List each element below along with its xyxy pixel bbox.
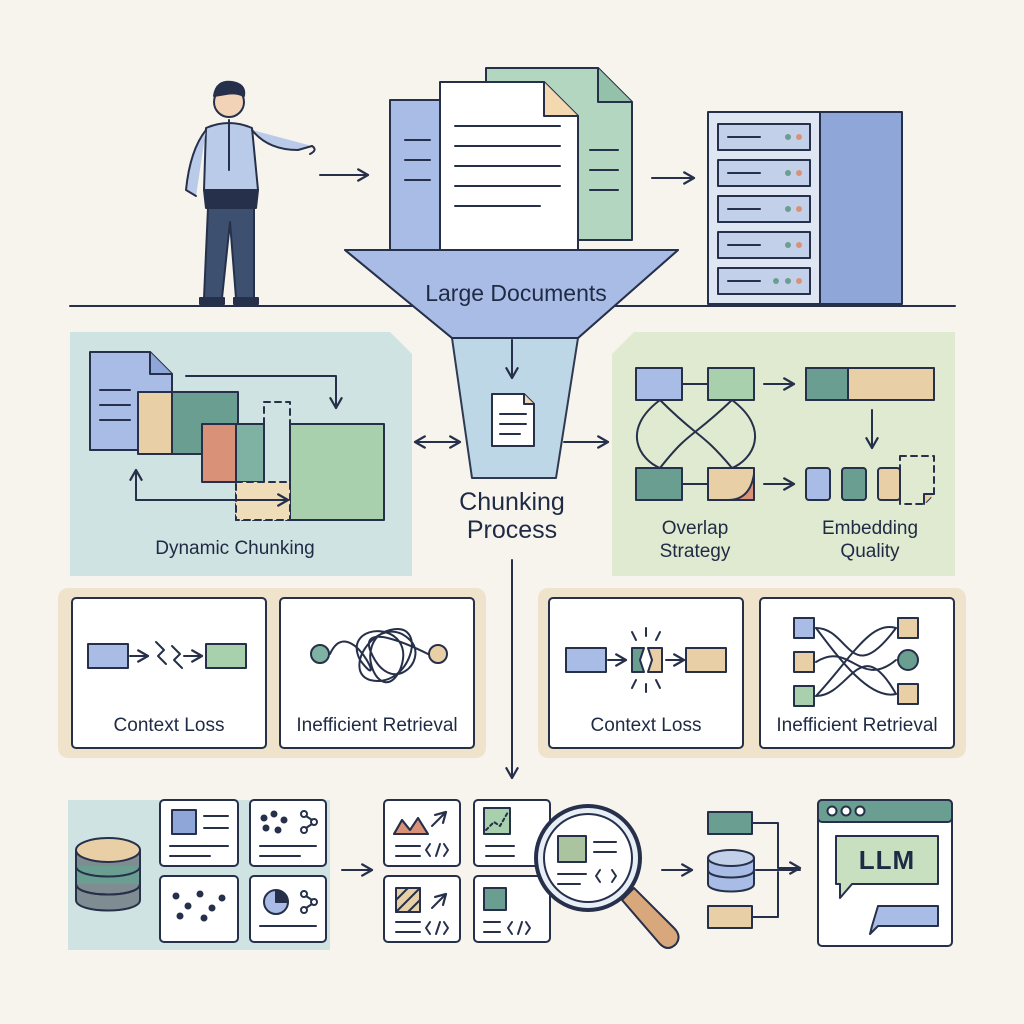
chunk-document-icon bbox=[491, 393, 535, 447]
database-icon bbox=[75, 837, 141, 912]
magnifier-icon bbox=[534, 804, 680, 949]
document-stack-icon bbox=[389, 67, 633, 256]
inefficient-retrieval-right-label: Inefficient Retrieval bbox=[776, 715, 938, 736]
chunk-cards-group-b bbox=[383, 799, 551, 943]
broken-link-icon bbox=[87, 641, 247, 669]
embedding-label-line1: Embedding bbox=[821, 518, 919, 539]
overlap-label-line1: Overlap bbox=[661, 518, 729, 539]
server-status-lights bbox=[773, 134, 802, 284]
dynamic-chunking-icon bbox=[89, 351, 385, 521]
chunk-cards-group-a bbox=[159, 799, 327, 943]
context-loss-left-label: Context Loss bbox=[113, 715, 225, 736]
scattered-paths-icon bbox=[793, 617, 919, 707]
vector-store-icon bbox=[707, 811, 802, 929]
embedding-label-line2: Quality bbox=[840, 541, 900, 562]
split-chunk-icon bbox=[565, 627, 727, 693]
funnel-label: Large Documents bbox=[425, 280, 607, 306]
process-label-line2: Process bbox=[466, 516, 558, 544]
inefficient-retrieval-left-label: Inefficient Retrieval bbox=[296, 715, 458, 736]
overlap-label-line2: Strategy bbox=[659, 541, 731, 562]
card-context-loss-right bbox=[548, 597, 744, 749]
server-rack-icon bbox=[707, 111, 903, 305]
person-illustration bbox=[185, 80, 316, 305]
embedding-quality-icon bbox=[805, 367, 935, 505]
llm-window-icon bbox=[817, 799, 953, 947]
card-context-loss-left bbox=[71, 597, 267, 749]
process-label-line1: Chunking bbox=[459, 488, 565, 516]
llm-label: LLM bbox=[858, 845, 916, 875]
context-loss-right-label: Context Loss bbox=[590, 715, 702, 736]
tangled-path-icon bbox=[310, 628, 448, 684]
overlap-strategy-icon bbox=[635, 367, 796, 501]
card-inefficient-retrieval-left bbox=[279, 597, 475, 749]
dynamic-chunking-label: Dynamic Chunking bbox=[155, 538, 315, 559]
